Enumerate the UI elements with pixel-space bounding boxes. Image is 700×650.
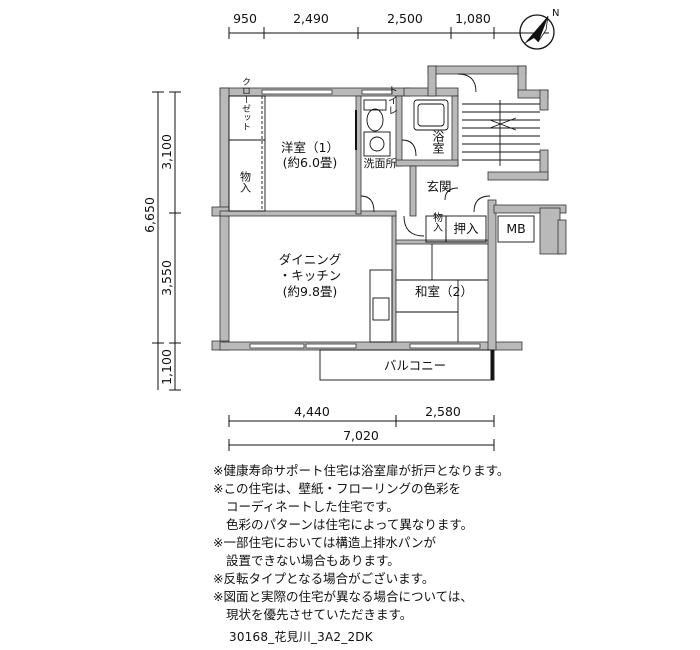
notes-list: ※健康寿命サポート住宅は浴室扉が折戸となります。 ※この住宅は、壁紙・フローリン… (213, 462, 683, 624)
washroom-label: 洗面所 (364, 157, 397, 170)
storage-1-label: 物入 (239, 170, 252, 193)
note-text: 反転タイプとなる場合がございます。 (223, 571, 435, 586)
note-4: ※反転タイプとなる場合がございます。 (213, 570, 683, 588)
dim-left-3: 1,100 (159, 349, 174, 385)
western-room-size: (約6.0畳) (283, 155, 338, 170)
dim-left-1: 3,100 (159, 134, 174, 170)
note-mark: ※ (213, 589, 224, 604)
dining-kitchen-name-1: ダイニング (279, 252, 342, 267)
dim-bottom-1: 4,440 (294, 404, 330, 419)
note-mark: ※ (213, 481, 224, 496)
compass-north-label: N (552, 8, 559, 19)
note-2-line-2: コーディネートした住宅です。 (226, 499, 399, 514)
stairs (457, 73, 540, 166)
bath-label: 浴室 (431, 130, 445, 154)
dining-kitchen-name-2: ・キッチン (279, 268, 342, 283)
note-1: ※健康寿命サポート住宅は浴室扉が折戸となります。 (213, 462, 683, 480)
note-2: ※この住宅は、壁紙・フローリングの色彩を (213, 480, 683, 498)
note-text: 一部住宅においては構造上排水パンが (223, 535, 436, 550)
dining-kitchen-size: (約9.8畳) (283, 284, 338, 299)
dim-left-2: 3,550 (159, 260, 174, 296)
note-5-line-2: 現状を優先させていただきます。 (226, 607, 413, 622)
note-mark: ※ (213, 571, 224, 586)
note-text: 図面と実際の住宅が異なる場合については、 (223, 589, 473, 604)
dim-top-1: 950 (233, 11, 257, 26)
note-3-line-2: 設置できない場合もあります。 (226, 553, 400, 568)
western-room-name: 洋室（1） (281, 140, 339, 155)
note-3: ※一部住宅においては構造上排水パンが (213, 534, 683, 552)
closet-label: クローゼット (240, 77, 251, 131)
compass-icon: N (519, 8, 559, 50)
japanese-room-name: 和室（2） (415, 284, 473, 299)
mb-label: MB (506, 221, 525, 236)
windows (249, 89, 481, 349)
dim-left-total: 6,650 (142, 197, 157, 233)
note-mark: ※ (213, 535, 224, 550)
note-5: ※図面と実際の住宅が異なる場合については、 (213, 588, 683, 606)
dim-bottom-2: 2,580 (425, 404, 461, 419)
floor-plan: 950 2,490 2,500 1,080 4,440 2,580 7,020 … (142, 8, 567, 451)
dimension-lines (152, 27, 549, 451)
dim-bottom-total: 7,020 (343, 428, 379, 443)
dim-top-4: 1,080 (455, 11, 491, 26)
plan-code: 30168_花見川_3A2_2DK (229, 630, 373, 644)
toilet-label: トイレ (386, 85, 398, 115)
fixtures (228, 95, 535, 381)
entrance-label: 玄関 (426, 179, 451, 194)
dim-top-2: 2,490 (293, 11, 329, 26)
note-mark: ※ (213, 463, 224, 478)
note-text: この住宅は、壁紙・フローリングの色彩を (223, 481, 461, 496)
note-2-line-3: 色彩のパターンは住宅によって異なります。 (226, 517, 474, 532)
balcony-label: バルコニー (384, 358, 446, 373)
note-text: 健康寿命サポート住宅は浴室扉が折戸となります。 (223, 463, 510, 478)
storage-2-label: 物入 (431, 211, 443, 232)
oshiire-label: 押入 (453, 221, 479, 236)
dim-top-3: 2,500 (387, 11, 423, 26)
